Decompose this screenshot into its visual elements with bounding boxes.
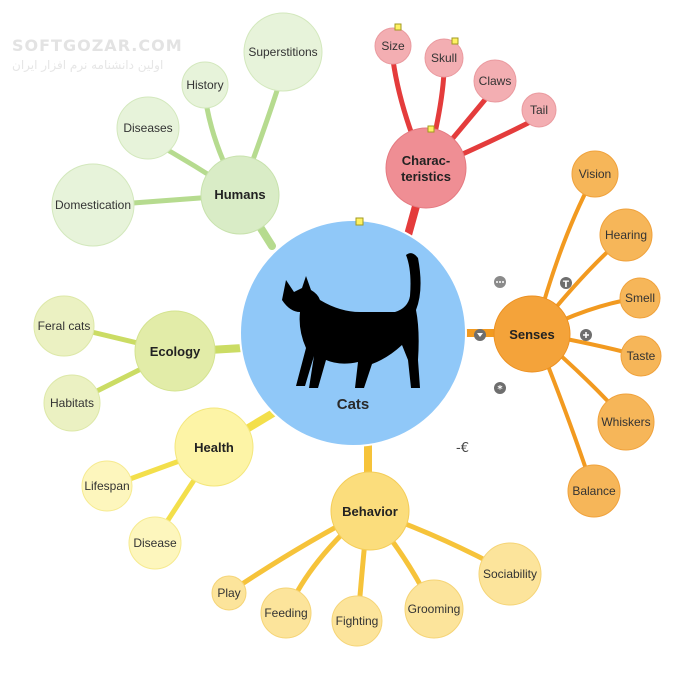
leaf-node-play[interactable]: Play (211, 575, 247, 611)
selection-handle[interactable] (427, 125, 435, 133)
leaf-label: Lifespan (84, 479, 129, 493)
leaf-label: Habitats (50, 396, 94, 410)
triangle-down-icon[interactable] (474, 329, 486, 341)
branch-label: Behavior (342, 504, 398, 519)
leaf-node-lifespan[interactable]: Lifespan (81, 460, 133, 512)
leaf-label: Smell (625, 291, 655, 305)
branch-node-behavior[interactable]: Behavior (330, 471, 410, 551)
leaf-label: Skull (431, 51, 457, 65)
leaf-node-vision[interactable]: Vision (571, 150, 619, 198)
watermark-subtext: اولین دانشنامه نرم افزار ایران (12, 58, 164, 72)
leaf-node-superstitions[interactable]: Superstitions (243, 12, 323, 92)
leaf-label: Fighting (336, 614, 379, 628)
leaf-node-tail[interactable]: Tail (521, 92, 557, 128)
branch-node-ecology[interactable]: Ecology (134, 310, 216, 392)
branch-label: Health (194, 440, 234, 455)
selection-handle[interactable] (355, 217, 364, 226)
center-label: Cats (337, 396, 370, 413)
leaf-node-domestication[interactable]: Domestication (51, 163, 135, 247)
branch-label: Humans (214, 187, 265, 202)
branch-label: Ecology (150, 344, 201, 359)
leaf-label: Disease (133, 536, 177, 550)
leaf-node-history[interactable]: History (181, 61, 229, 109)
leaf-node-smell[interactable]: Smell (619, 277, 661, 319)
branch-label-line1: Charac- (402, 153, 450, 168)
leaf-label: Vision (579, 167, 611, 181)
leaf-node-disease[interactable]: Disease (128, 516, 182, 570)
leaf-label: Whiskers (601, 415, 650, 429)
leaf-label: Superstitions (248, 45, 317, 59)
leaf-label: Domestication (55, 198, 131, 212)
leaf-node-feeding[interactable]: Feeding (260, 587, 312, 639)
leaf-node-balance[interactable]: Balance (567, 464, 621, 518)
selection-handle[interactable] (451, 37, 459, 45)
leaf-node-diseases[interactable]: Diseases (116, 96, 180, 160)
leaf-label: Sociability (483, 567, 537, 581)
cursor-arrow-text: -€ (456, 441, 469, 456)
branch-node-humans[interactable]: Humans (200, 155, 280, 235)
leaf-label: History (186, 78, 223, 92)
svg-text:*: * (497, 384, 503, 395)
plus-icon[interactable] (580, 329, 592, 341)
leaf-label: Taste (627, 349, 656, 363)
branch-node-characteristics[interactable]: Charac- teristics (385, 125, 467, 209)
leaf-node-size[interactable]: Size (374, 23, 412, 65)
branch-node-health[interactable]: Health (174, 407, 254, 487)
asterisk-icon[interactable]: * (494, 382, 506, 395)
cat-silhouette-icon (282, 253, 421, 388)
leaf-label: Tail (530, 103, 548, 117)
leaf-label: Play (217, 586, 240, 600)
leaf-node-grooming[interactable]: Grooming (404, 579, 464, 639)
leaf-node-hearing[interactable]: Hearing (599, 208, 653, 262)
svg-text:T: T (563, 280, 570, 290)
branch-node-senses[interactable]: Senses (493, 295, 571, 373)
leaf-label: Grooming (408, 602, 461, 616)
leaf-label: Balance (572, 484, 616, 498)
branch-label: Senses (509, 327, 555, 342)
leaf-node-fighting[interactable]: Fighting (331, 595, 383, 647)
center-node[interactable]: Cats (239, 217, 467, 447)
leaf-node-skull[interactable]: Skull (424, 37, 464, 78)
leaf-node-whiskers[interactable]: Whiskers (597, 393, 655, 451)
selection-handle[interactable] (394, 23, 402, 31)
leaf-label: Claws (479, 74, 512, 88)
leaf-node-feral-cats[interactable]: Feral cats (33, 295, 95, 357)
leaf-label: Feeding (264, 606, 307, 620)
ellipsis-icon[interactable] (494, 276, 506, 288)
watermark-text: SOFTGOZAR.COM (12, 36, 183, 55)
leaf-node-taste[interactable]: Taste (620, 335, 662, 377)
leaf-node-sociability[interactable]: Sociability (478, 542, 542, 606)
leaf-label: Diseases (123, 121, 172, 135)
text-t-icon[interactable]: T (560, 277, 572, 290)
leaf-label: Size (381, 39, 405, 53)
leaf-node-claws[interactable]: Claws (473, 59, 517, 103)
leaf-node-habitats[interactable]: Habitats (43, 374, 101, 432)
branch-label-line2: teristics (401, 169, 451, 184)
leaf-label: Feral cats (38, 319, 91, 333)
leaf-label: Hearing (605, 228, 647, 242)
